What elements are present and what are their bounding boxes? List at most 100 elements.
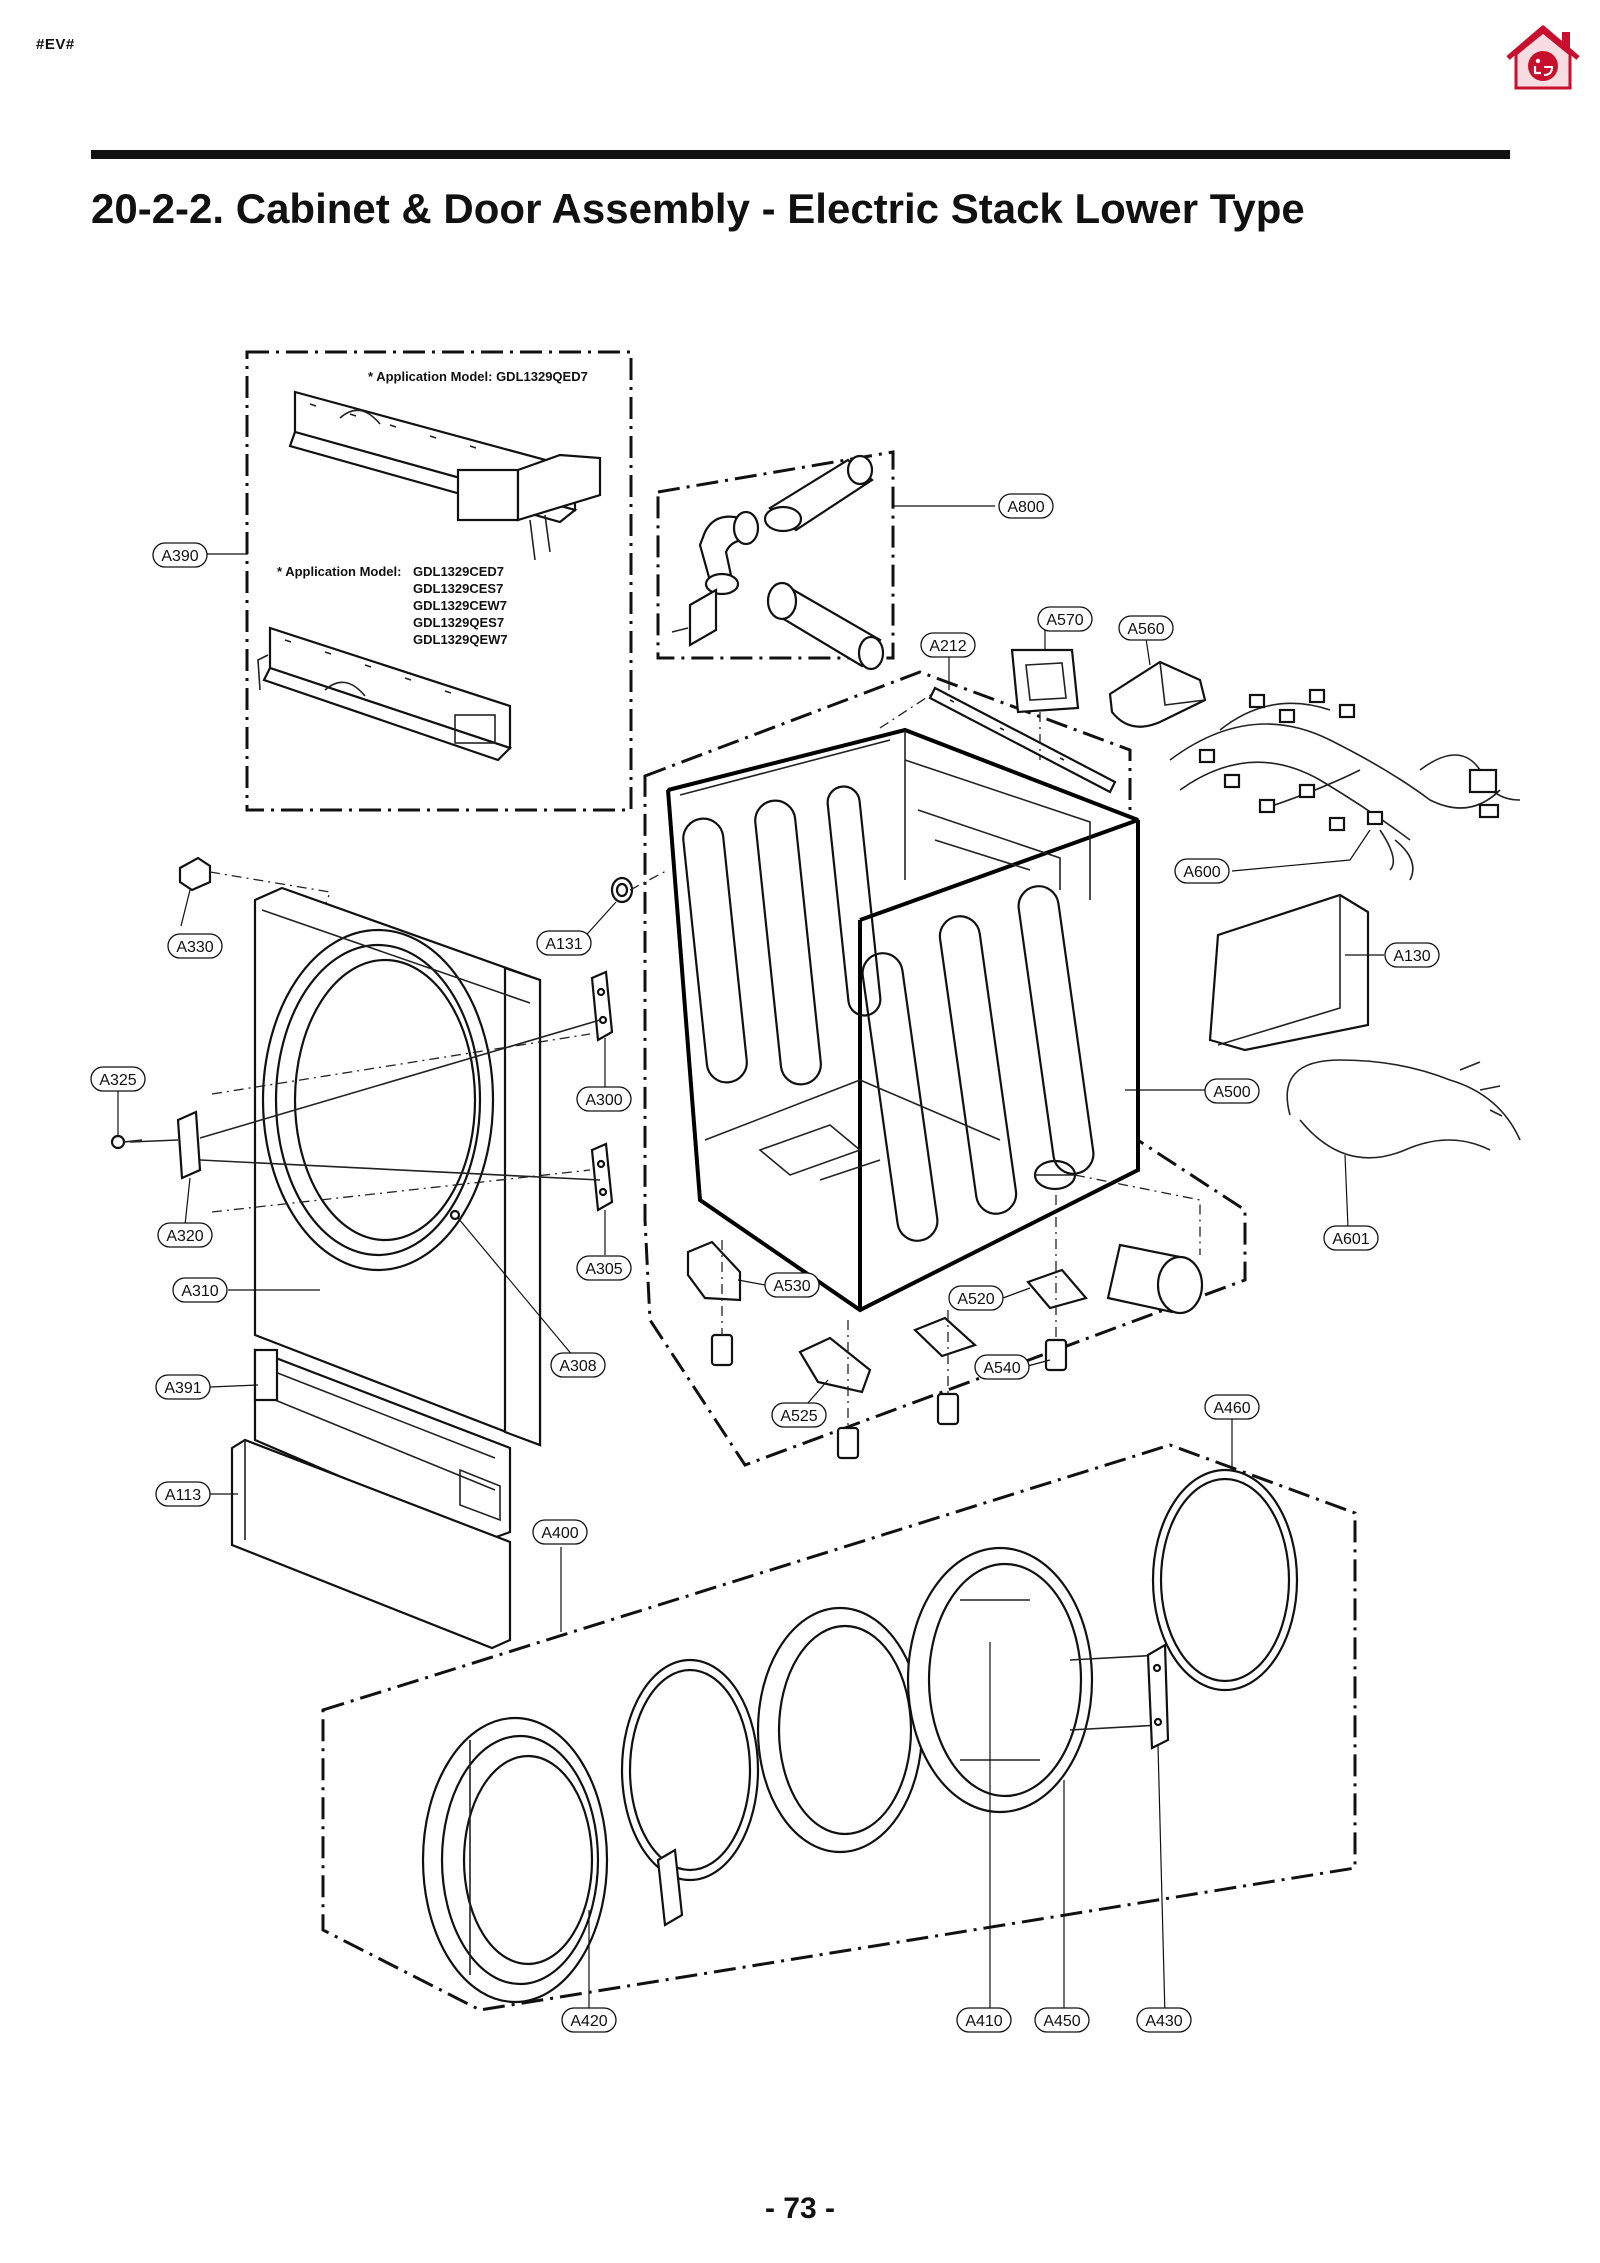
- cover-a560: [1108, 660, 1207, 728]
- callout-text: A305: [585, 1261, 622, 1278]
- callout-a410: A410: [956, 2007, 1012, 2033]
- title-rule: [91, 150, 1510, 159]
- door-seal-a460: [1151, 1468, 1299, 1692]
- callout-text: A560: [1127, 621, 1164, 638]
- callout-text: A113: [165, 1487, 201, 1504]
- callout-text: A308: [559, 1358, 596, 1375]
- callout-box: [920, 632, 976, 658]
- front-panel-a310: [253, 886, 542, 1447]
- callout-box: [974, 1354, 1030, 1380]
- leveling-feet-a540: [710, 1195, 1068, 1460]
- bracket-a391: [253, 1348, 512, 1542]
- callout-text: A212: [929, 638, 966, 655]
- callout-text: A500: [1213, 1084, 1250, 1101]
- callout-text: A430: [1145, 2013, 1182, 2030]
- hinge-a300: [590, 970, 614, 1042]
- callout-text: A130: [1393, 948, 1430, 965]
- door-group-outline: [321, 1443, 1357, 2012]
- callout-a530: A530: [764, 1272, 820, 1298]
- callout-a300: A300: [576, 1086, 632, 1112]
- callout-a540: A540: [974, 1354, 1030, 1380]
- callout-a460: A460: [1204, 1394, 1260, 1420]
- control-bracket-upper: [288, 390, 602, 561]
- callout-a212: A212: [920, 632, 976, 658]
- duct-elbow: [698, 510, 760, 596]
- callout-box: [1037, 606, 1093, 632]
- note-model-single: * Application Model: GDL1329QED7: [368, 369, 588, 384]
- callout-a601: A601: [1323, 1225, 1379, 1251]
- callout-box: [90, 1066, 146, 1092]
- callout-a325: A325: [90, 1066, 146, 1092]
- callout-text: A600: [1183, 864, 1220, 881]
- callout-a420: A420: [561, 2007, 617, 2033]
- callout-a600: A600: [1174, 858, 1230, 884]
- callout-box: [1034, 2007, 1090, 2033]
- document-code: #EV#: [36, 36, 75, 53]
- note-model-5: GDL1329QEW7: [413, 632, 508, 647]
- callout-a130: A130: [1384, 942, 1440, 968]
- callout-box: [998, 493, 1054, 519]
- note-model-2: GDL1329CES7: [413, 581, 503, 596]
- callout-box: [576, 1086, 632, 1112]
- home-lg-logo-icon[interactable]: [1502, 22, 1584, 94]
- door-inner-liner: [756, 1606, 924, 1854]
- side-cover-a130: [1208, 893, 1370, 1052]
- callout-text: A520: [957, 1291, 994, 1308]
- callout-text: A530: [773, 1278, 810, 1295]
- exhaust-outlet-pipe: [1074, 1174, 1204, 1315]
- callout-a310: A310: [172, 1277, 228, 1303]
- callout-box: [167, 933, 223, 959]
- callout-text: A570: [1046, 612, 1083, 629]
- callout-box: [1204, 1078, 1260, 1104]
- callout-box: [152, 542, 208, 568]
- leg-bracket-a540: [913, 1316, 978, 1358]
- callout-a305: A305: [576, 1255, 632, 1281]
- callout-box: [948, 1285, 1004, 1311]
- leg-bracket-a525: [798, 1336, 872, 1394]
- callout-text: A325: [99, 1072, 136, 1089]
- screw-a325: [110, 1134, 143, 1150]
- callout-a320: A320: [157, 1222, 213, 1248]
- door-handle: [656, 1848, 684, 1927]
- hinge-a305: [590, 1142, 614, 1212]
- duct-clip: [688, 588, 718, 647]
- note-model-1: GDL1329CED7: [413, 564, 504, 579]
- callout-text: A131: [545, 936, 582, 953]
- callout-text: A460: [1213, 1400, 1250, 1417]
- callout-text: A420: [570, 2013, 607, 2030]
- callout-box: [172, 1277, 228, 1303]
- rear-rail-a212: [879, 686, 1117, 794]
- callout-text: A300: [585, 1092, 622, 1109]
- callout-a330: A330: [167, 933, 223, 959]
- callout-box: [536, 930, 592, 956]
- callout-text: A525: [780, 1408, 817, 1425]
- callout-box: [155, 1374, 211, 1400]
- callout-text: A601: [1332, 1231, 1369, 1248]
- callout-a800: A800: [998, 493, 1054, 519]
- callout-box: [561, 2007, 617, 2033]
- callout-a390: A390: [152, 542, 208, 568]
- callout-box: [532, 1519, 588, 1545]
- callout-text: A391: [164, 1380, 201, 1397]
- callout-box: [1204, 1394, 1260, 1420]
- callout-a391: A391: [155, 1374, 211, 1400]
- page-title: 20-2-2. Cabinet & Door Assembly - Electr…: [91, 185, 1305, 232]
- callout-box: [1118, 615, 1174, 641]
- leader-lines: [117, 505, 1384, 2017]
- callout-box: [771, 1402, 827, 1428]
- note-model-multi-label: * Application Model:: [277, 564, 401, 579]
- callout-box: [1136, 2007, 1192, 2033]
- latch-a320: [129, 1019, 601, 1213]
- callout-text: A410: [965, 2013, 1002, 2030]
- callout-box: [1174, 858, 1230, 884]
- wire-harness-a601: [1286, 1059, 1521, 1159]
- callout-a520: A520: [948, 1285, 1004, 1311]
- callout-box: [550, 1352, 606, 1378]
- leg-bracket-a530: [686, 1240, 742, 1302]
- callout-box: [764, 1272, 820, 1298]
- callout-a400: A400: [532, 1519, 588, 1545]
- callout-a560: A560: [1118, 615, 1174, 641]
- callout-a113: A113: [155, 1481, 211, 1507]
- callout-box: [1384, 942, 1440, 968]
